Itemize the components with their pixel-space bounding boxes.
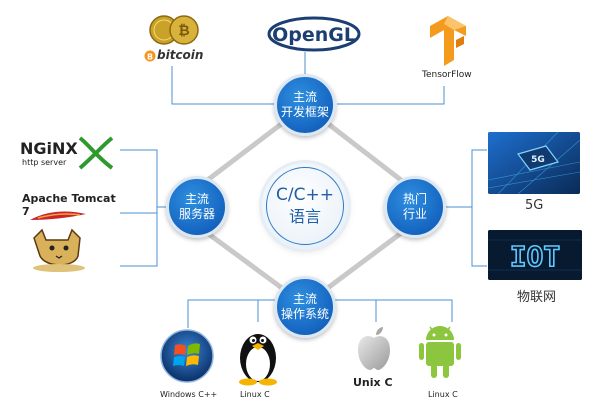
svg-text:₿: ₿ <box>178 23 189 39</box>
iot-banner-icon: IOT <box>488 230 582 280</box>
bitcoin-label: bitcoin <box>157 48 204 62</box>
nginx-logo: NGiNX http server <box>20 134 120 174</box>
tomcat-cat-icon <box>28 228 90 274</box>
tomcat-label: Apache Tomcat 7 <box>22 192 116 218</box>
opengl-swoosh-icon: OpenGL <box>267 16 361 52</box>
nginx-wordmark: NGiNX <box>20 139 78 158</box>
opengl-label: OpenGL <box>272 24 356 46</box>
apple-icon <box>358 327 390 370</box>
linux-label-2: Linux C <box>428 390 458 399</box>
center-node: C/C++ 语言 <box>262 163 348 249</box>
node-servers-line1: 主流 <box>184 192 209 206</box>
windows-orb-icon <box>160 329 214 383</box>
tux-penguin-icon <box>239 334 277 386</box>
android-robot-icon <box>419 326 461 378</box>
unix-label: Unix C <box>353 376 393 389</box>
apache-feather-icon <box>28 208 88 224</box>
bitcoin-coins-icon: ₿ B <box>144 15 199 62</box>
windows-label: Windows C++ <box>160 390 218 399</box>
tensorflow-logo: TensorFlow <box>418 10 478 88</box>
iot-banner-image: IOT <box>488 230 582 280</box>
top-connector <box>171 52 445 105</box>
opengl-logo: OpenGL <box>266 14 362 54</box>
bitcoin-logo: ₿ B bitcoin <box>140 10 210 68</box>
apple-logo <box>354 324 394 372</box>
tensorflow-label: TensorFlow <box>422 70 472 80</box>
node-frameworks-line2: 开发框架 <box>280 105 329 119</box>
center-subtitle: 语言 <box>288 207 321 226</box>
nginx-subtitle: http server <box>22 158 67 167</box>
node-industries: 热门行业 <box>384 176 446 238</box>
node-os-line1: 主流 <box>292 292 317 306</box>
node-frameworks: 主流开发框架 <box>274 74 336 136</box>
linux-tux-logo-1 <box>232 324 284 386</box>
node-frameworks-line1: 主流 <box>292 90 317 104</box>
center-ring <box>266 167 344 245</box>
fiveg-chip-image: 5G <box>488 132 580 194</box>
iot-caption: 物联网 <box>517 290 557 305</box>
fiveg-chip-label: 5G <box>531 155 545 165</box>
node-os: 主流操作系统 <box>274 276 336 338</box>
tensorflow-icon <box>430 16 466 66</box>
linux-label-1: Linux C <box>240 390 270 399</box>
node-industries-line1: 热门 <box>402 192 427 206</box>
windows-logo <box>158 328 216 384</box>
node-industries-line2: 行业 <box>402 207 427 221</box>
nginx-x-icon: NGiNX <box>20 136 114 170</box>
iot-banner-label: IOT <box>510 240 561 273</box>
tomcat-title: Apache Tomcat 7 <box>22 192 122 218</box>
fiveg-caption: 5G <box>525 198 544 213</box>
android-logo <box>418 322 462 382</box>
node-servers: 主流服务器 <box>166 176 228 238</box>
node-servers-line2: 服务器 <box>178 207 215 221</box>
center-title: C/C++ <box>276 185 334 205</box>
left-connector <box>120 149 172 267</box>
node-os-line2: 操作系统 <box>280 307 329 321</box>
fiveg-chip-icon: 5G <box>488 132 580 194</box>
svg-text:B: B <box>147 53 153 62</box>
